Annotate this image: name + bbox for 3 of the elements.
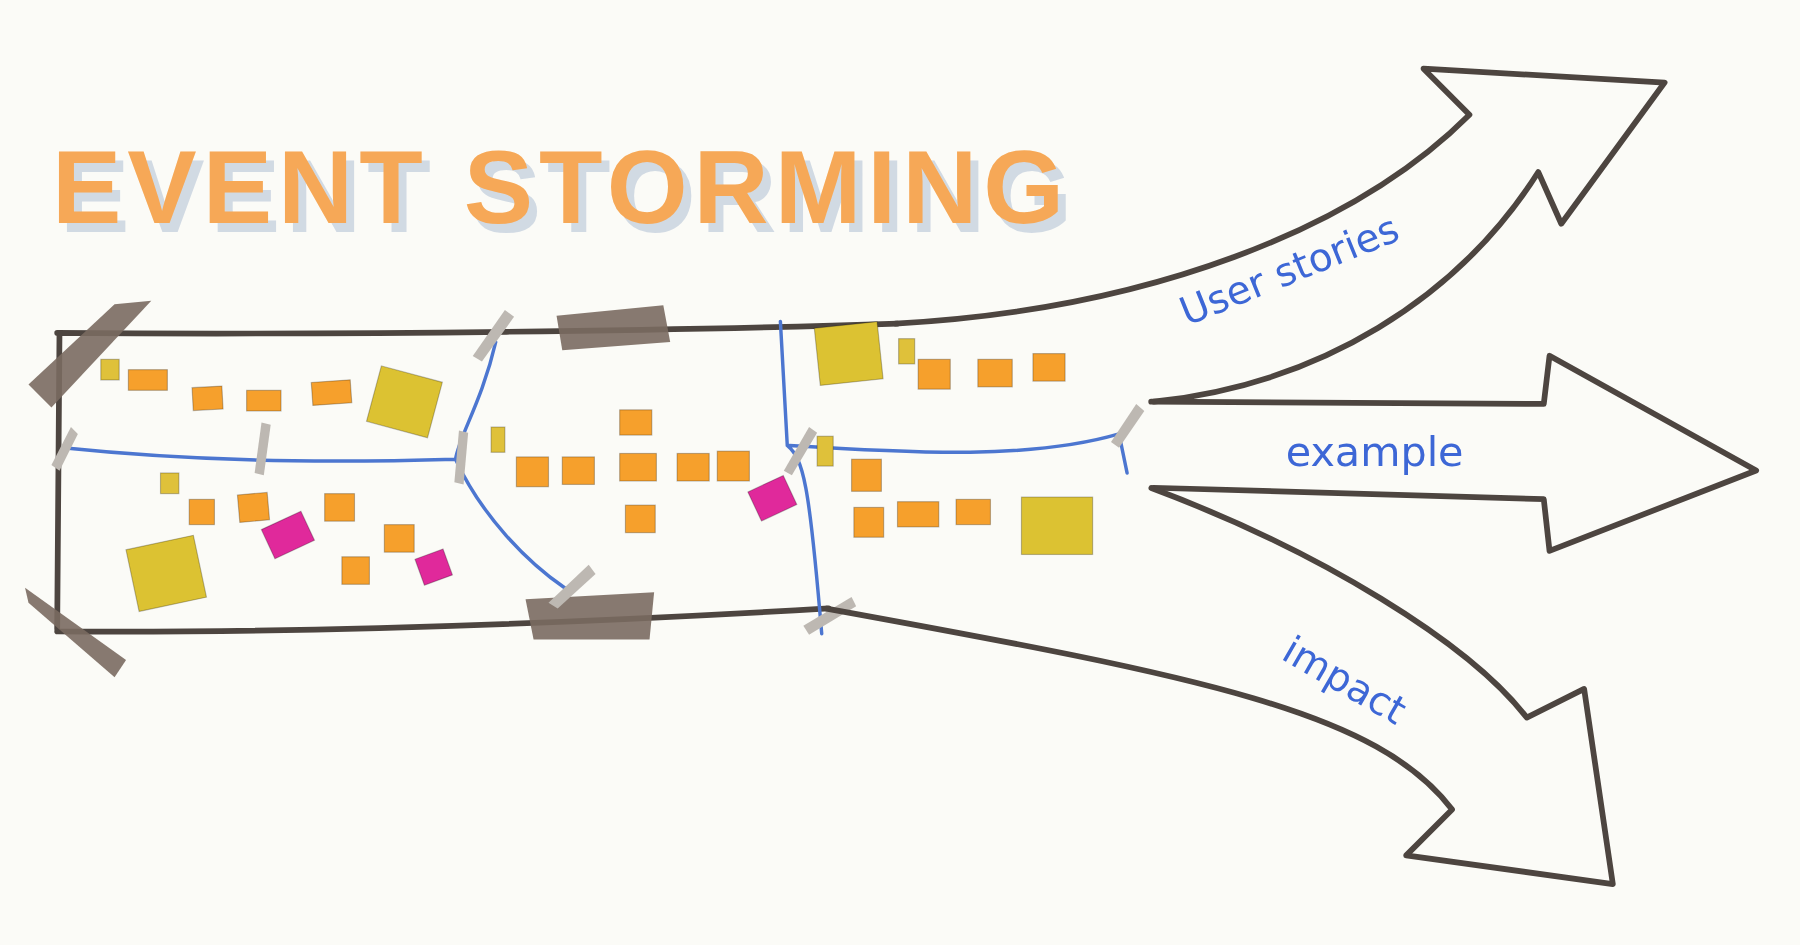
arrow-label: example — [1285, 430, 1464, 476]
title: EVENT STORMING — [52, 128, 1071, 247]
arrow-label: User stories — [1174, 207, 1406, 335]
